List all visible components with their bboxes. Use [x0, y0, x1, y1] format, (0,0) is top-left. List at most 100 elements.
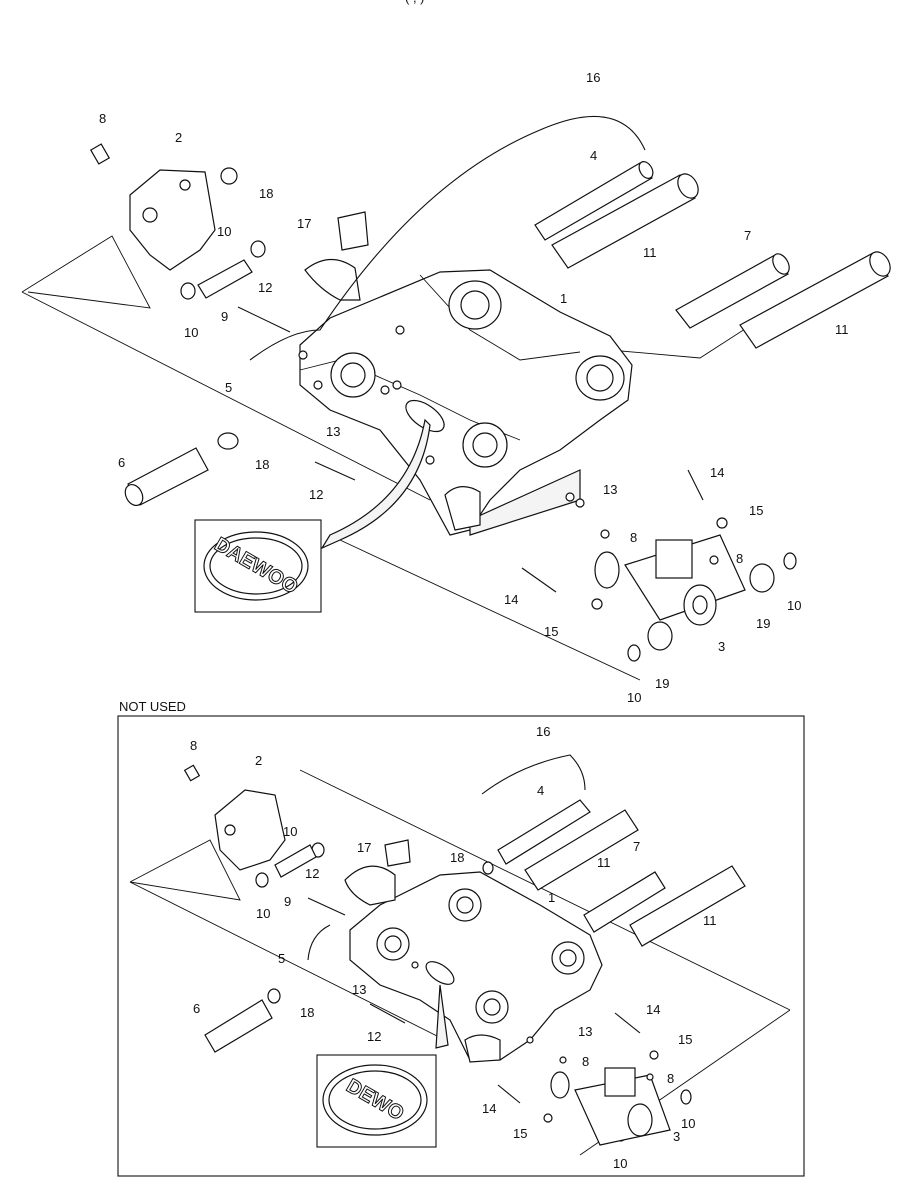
coupler-pin-bore-inner — [559, 949, 577, 967]
label-13: 13 — [603, 482, 617, 497]
label-4: 4 — [590, 148, 597, 163]
label-3: 3 — [673, 1129, 680, 1144]
ring-18 — [220, 167, 238, 185]
label-13: 13 — [578, 1024, 592, 1039]
guide-line — [339, 539, 641, 681]
label-5: 5 — [278, 951, 285, 966]
label-9: 9 — [221, 309, 228, 324]
pin-11b — [739, 251, 891, 349]
label-16: 16 — [536, 724, 550, 739]
grease-fitting-8 — [183, 764, 201, 782]
arrow-to-logo — [435, 984, 449, 1049]
bracket-2 — [214, 789, 286, 871]
coupler-jaw — [444, 486, 481, 531]
pin-7 — [675, 253, 790, 329]
label-11: 11 — [703, 913, 717, 928]
pin-11a — [551, 173, 699, 269]
spring-pin-5 — [307, 924, 331, 961]
bracket-hole — [179, 179, 191, 191]
label-1: 1 — [548, 890, 555, 905]
grease-fitting-8 — [89, 143, 111, 165]
logo-inset-frame — [194, 519, 322, 613]
body-emblem — [405, 399, 445, 433]
top-assembly: DAEWOO — [21, 115, 891, 681]
pin-9 — [197, 259, 253, 299]
coupler-pin-bore-inner — [384, 935, 402, 953]
label-2: 2 — [175, 130, 182, 145]
coupler-pin-bore-inner — [472, 432, 498, 458]
ring-10 — [783, 552, 797, 570]
pin-11a — [524, 809, 639, 891]
logo-oval-inner — [209, 537, 303, 595]
grease-fitting-8 — [559, 1056, 567, 1064]
grease-fitting-8 — [709, 555, 719, 565]
label-17: 17 — [357, 840, 371, 855]
label-11: 11 — [597, 855, 611, 870]
body-emblem — [425, 961, 455, 985]
label-7: 7 — [744, 228, 751, 243]
ring-10 — [250, 240, 266, 258]
not-used-frame — [117, 715, 805, 1177]
ring-10 — [180, 282, 196, 300]
cylinder-3 — [594, 534, 746, 626]
bolt-14 — [521, 567, 557, 593]
label-18: 18 — [300, 1005, 314, 1020]
coupler-pin-bore-inner — [586, 364, 614, 392]
label-8: 8 — [190, 738, 197, 753]
coupler-pin-bore-inner — [456, 896, 474, 914]
grease-fitting-8 — [646, 1073, 654, 1081]
coupler-hook — [344, 865, 396, 906]
label-14: 14 — [504, 592, 518, 607]
pin-4 — [534, 161, 654, 241]
grease-fitting-8 — [600, 529, 610, 539]
bottom-labels: 8 2 16 4 10 17 18 11 7 12 10 9 1 11 5 6 … — [190, 724, 717, 1171]
bolt-12 — [369, 1003, 406, 1024]
label-14: 14 — [646, 1002, 660, 1017]
label-16: 16 — [586, 70, 600, 85]
bolt-14 — [687, 469, 704, 501]
coupler-small-hole — [298, 350, 308, 360]
label-6: 6 — [193, 1001, 200, 1016]
pin-9 — [274, 844, 317, 878]
label-19: 19 — [655, 676, 669, 691]
coupler-small-hole — [313, 380, 323, 390]
ring-10 — [255, 872, 269, 888]
ring-18 — [217, 432, 239, 450]
top-caption: ( , ) — [405, 0, 425, 5]
nut-13 — [392, 380, 402, 390]
label-13: 13 — [352, 982, 366, 997]
coupler-small-hole — [395, 325, 405, 335]
label-5: 5 — [225, 380, 232, 395]
label-8: 8 — [630, 530, 637, 545]
bracket-2 — [129, 169, 216, 271]
label-4: 4 — [537, 783, 544, 798]
label-17: 17 — [297, 216, 311, 231]
coupler-jaw — [464, 1034, 501, 1063]
label-15: 15 — [544, 624, 558, 639]
label-15: 15 — [678, 1032, 692, 1047]
label-10: 10 — [217, 224, 231, 239]
label-8: 8 — [667, 1071, 674, 1086]
label-12: 12 — [305, 866, 319, 881]
label-11: 11 — [835, 322, 849, 337]
ring-18 — [482, 861, 494, 875]
label-6: 6 — [118, 455, 125, 470]
bracket-guide — [129, 839, 241, 901]
label-10: 10 — [613, 1156, 627, 1171]
washer-19 — [647, 621, 673, 651]
bolt-14 — [497, 1084, 521, 1104]
label-10: 10 — [283, 824, 297, 839]
label-12: 12 — [258, 280, 272, 295]
label-10: 10 — [627, 690, 641, 705]
safety-wire — [249, 115, 646, 361]
label-10: 10 — [256, 906, 270, 921]
label-11: 11 — [643, 245, 657, 260]
label-7: 7 — [633, 839, 640, 854]
ring-18 — [267, 988, 281, 1004]
nut-13 — [565, 492, 575, 502]
label-8: 8 — [582, 1054, 589, 1069]
pin-6 — [204, 999, 273, 1053]
guide-line — [129, 881, 446, 1041]
label-15: 15 — [513, 1126, 527, 1141]
